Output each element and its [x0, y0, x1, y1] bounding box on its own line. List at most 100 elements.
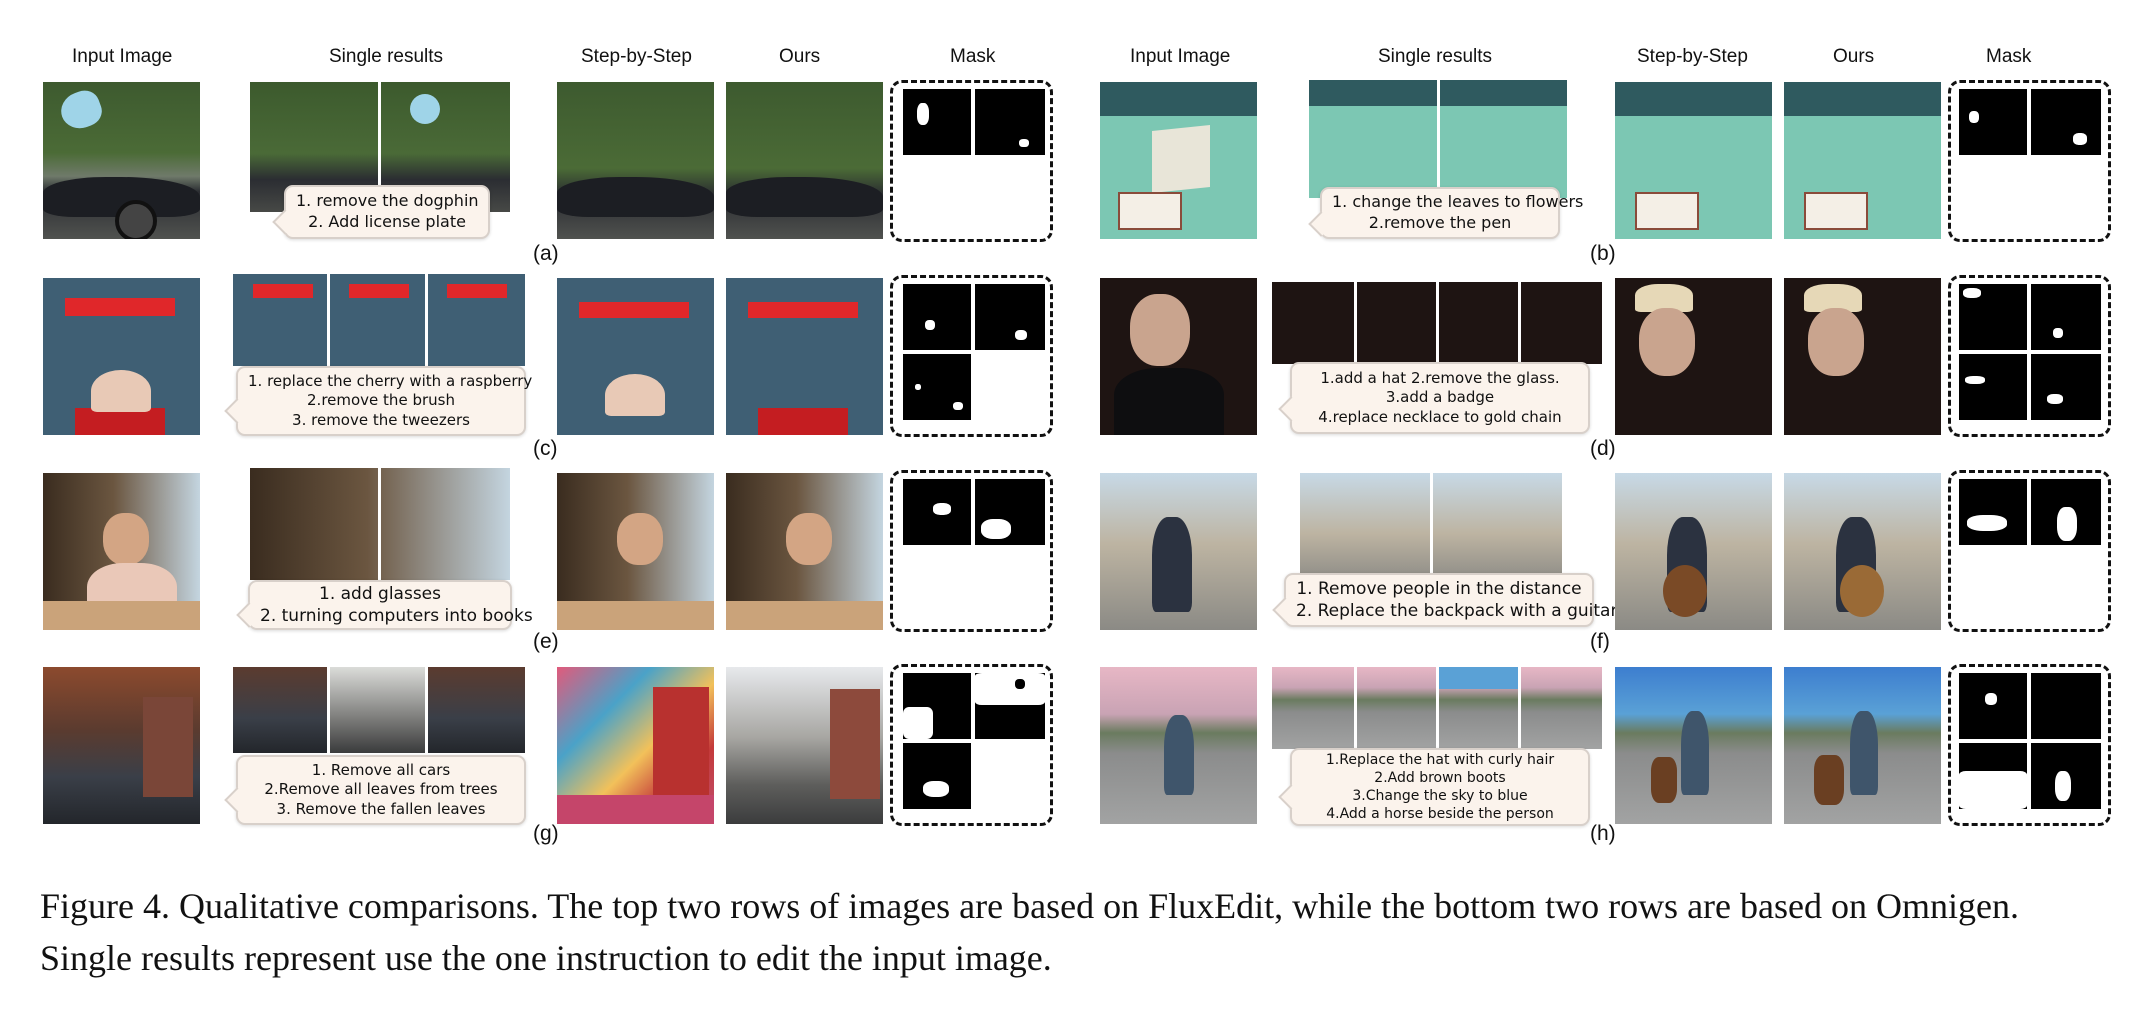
instruction-line: 2. Add license plate: [308, 212, 466, 231]
header-mask-right: Mask: [1986, 46, 2032, 67]
instruction-box-c: 1. replace the cherry with a raspberry 2…: [224, 366, 533, 436]
header-ours-right: Ours: [1833, 46, 1875, 67]
instruction-line: 3. remove the tweezers: [292, 410, 470, 429]
instruction-line: 1.add a hat 2.remove the glass.: [1320, 368, 1560, 387]
ours-h: [1784, 667, 1941, 824]
figure-caption-line-1: Figure 4. Qualitative comparisons. The t…: [40, 886, 2019, 926]
mask-tile: [903, 673, 971, 739]
step-by-step-c: [557, 278, 714, 435]
mask-tile: [2031, 89, 2101, 155]
step-by-step-e: [557, 473, 714, 630]
panel-label-a: (a): [533, 242, 559, 265]
header-single-results-left: Single results: [329, 46, 444, 67]
instruction-line: 3.add a badge: [1385, 388, 1495, 407]
instruction-line: 1. Remove all cars: [311, 760, 451, 779]
panel-label-g: (g): [533, 822, 559, 845]
header-single-results-right: Single results: [1378, 46, 1493, 67]
mask-box-h: [1948, 664, 2111, 826]
instruction-line: 1. add glasses: [319, 583, 441, 604]
instruction-line: 4.replace necklace to gold chain: [1318, 407, 1562, 426]
panel-label-b: (b): [1590, 242, 1616, 265]
mask-box-g: [890, 664, 1053, 826]
instruction-line: 1. replace the cherry with a raspberry: [248, 371, 533, 390]
header-ours-left: Ours: [779, 46, 821, 67]
panel-label-d: (d): [1590, 437, 1616, 460]
figure-caption-line-2: Single results represent use the one ins…: [40, 938, 1052, 978]
instruction-line: 2.Add brown boots: [1374, 769, 1506, 786]
step-by-step-g: [557, 667, 714, 824]
instruction-box-h: 1.Replace the hat with curly hair 2.Add …: [1278, 748, 1590, 826]
ours-f: [1784, 473, 1941, 630]
instruction-line: 3. Remove the fallen leaves: [276, 799, 486, 818]
mask-box-d: [1948, 275, 2111, 437]
figure-caption: Figure 4. Qualitative comparisons. The t…: [40, 880, 2120, 984]
ours-d: [1784, 278, 1941, 435]
instruction-line: 2. Replace the backpack with a guitar: [1296, 601, 1618, 621]
mask-tile: [2031, 479, 2101, 545]
instruction-line: 1. remove the dogphin: [296, 191, 479, 211]
instruction-line: 2.remove the pen: [1368, 213, 1512, 232]
mask-tile: [2031, 743, 2101, 809]
header-step-by-step-right: Step-by-Step: [1637, 46, 1748, 67]
input-image-b: [1100, 82, 1257, 239]
mask-box-e: [890, 470, 1053, 632]
panel-label-e: (e): [533, 630, 559, 653]
single-results-b: [1309, 80, 1567, 198]
mask-tile: [2031, 673, 2101, 739]
instruction-line: 3.Change the sky to blue: [1352, 788, 1528, 804]
mask-box-a: [890, 80, 1053, 242]
mask-tile: [1959, 284, 2027, 350]
mask-tile: [2031, 284, 2101, 350]
ours-g: [726, 667, 883, 824]
mask-tile: [975, 479, 1045, 545]
mask-tile: [1959, 89, 2027, 155]
mask-tile: [903, 284, 971, 350]
input-image-f: [1100, 473, 1257, 630]
input-image-d: [1100, 278, 1257, 435]
input-image-g: [43, 667, 200, 824]
step-by-step-b: [1615, 82, 1772, 239]
input-image-a: [43, 82, 200, 239]
single-results-c: [233, 274, 525, 366]
mask-tile: [975, 89, 1045, 155]
instruction-box-e: 1. add glasses 2. turning computers into…: [236, 580, 533, 630]
instruction-box-d: 1.add a hat 2.remove the glass. 3.add a …: [1278, 362, 1590, 434]
input-image-c: [43, 278, 200, 435]
step-by-step-d: [1615, 278, 1772, 435]
step-by-step-h: [1615, 667, 1772, 824]
instruction-line: 1. change the leaves to flowers: [1332, 192, 1584, 212]
panel-label-h: (h): [1590, 822, 1616, 845]
instruction-box-f: 1. Remove people in the distance 2. Repl…: [1272, 573, 1618, 627]
ours-e: [726, 473, 883, 630]
header-input-image-right: Input Image: [1130, 46, 1231, 67]
input-image-h: [1100, 667, 1257, 824]
instruction-line: 2.remove the brush: [307, 391, 455, 410]
instruction-line: 1.Replace the hat with curly hair: [1325, 751, 1555, 768]
mask-box-f: [1948, 470, 2111, 632]
instruction-box-b: 1. change the leaves to flowers 2.remove…: [1308, 187, 1584, 239]
mask-tile: [903, 743, 971, 809]
header-mask-left: Mask: [950, 46, 996, 67]
input-image-e: [43, 473, 200, 630]
mask-box-c: [890, 275, 1053, 437]
mask-tile: [1959, 354, 2027, 420]
header-input-image-left: Input Image: [72, 46, 173, 67]
mask-tile: [903, 89, 971, 155]
instruction-box-g: 1. Remove all cars 2.Remove all leaves f…: [224, 755, 526, 825]
panel-label-f: (f): [1590, 630, 1610, 653]
single-results-h: [1272, 667, 1602, 749]
instruction-line: 2.Remove all leaves from trees: [264, 780, 498, 799]
step-by-step-a: [557, 82, 714, 239]
single-results-d: [1272, 282, 1602, 364]
mask-tile: [1959, 673, 2027, 739]
ours-b: [1784, 82, 1941, 239]
instruction-box-a: 1. remove the dogphin 2. Add license pla…: [272, 185, 490, 239]
single-results-e: [250, 468, 510, 580]
instruction-line: 4.Add a horse beside the person: [1326, 806, 1554, 823]
ours-a: [726, 82, 883, 239]
mask-tile: [2031, 354, 2101, 420]
mask-tile: [975, 284, 1045, 350]
mask-box-b: [1948, 80, 2111, 242]
ours-c: [726, 278, 883, 435]
mask-tile: [1959, 743, 2027, 809]
